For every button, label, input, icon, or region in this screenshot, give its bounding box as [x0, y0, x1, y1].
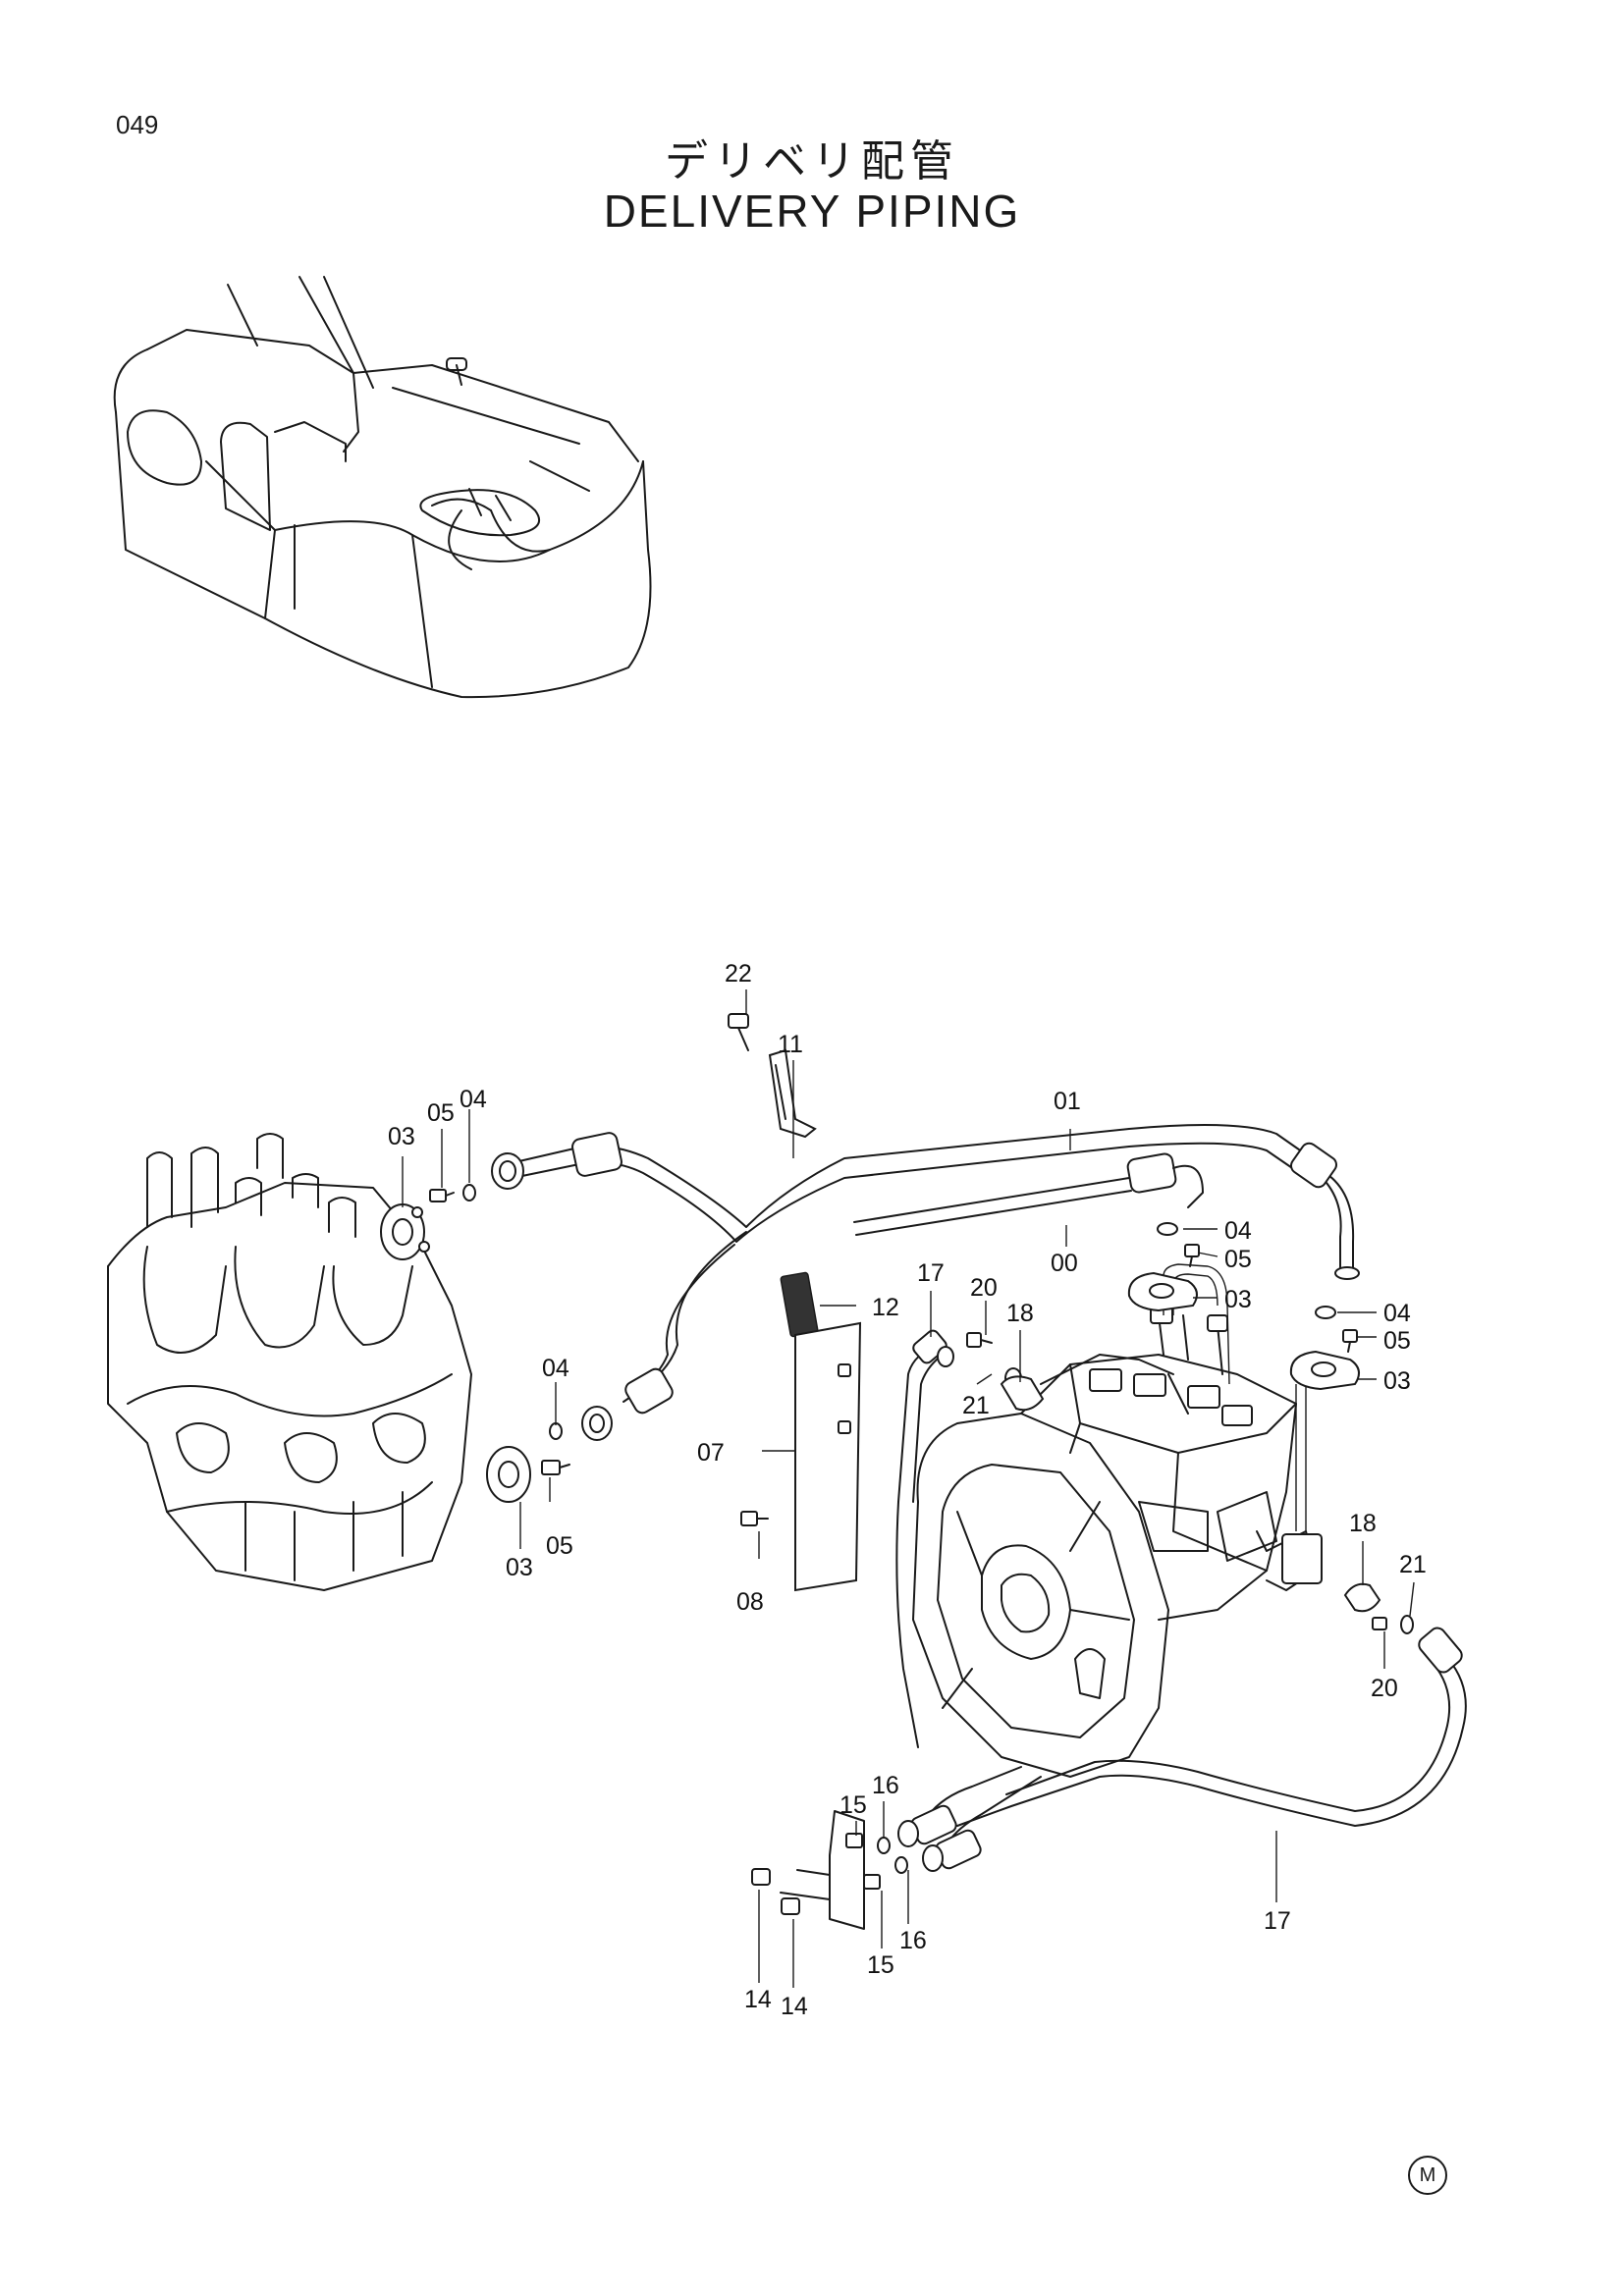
callout-04-lower-left: 04 — [542, 1355, 569, 1382]
callout-05-right-upper: 05 — [1224, 1246, 1252, 1273]
fittings-hardware — [380, 1013, 1414, 1930]
callout-17-upper: 17 — [917, 1259, 945, 1287]
manufacturer-mark: M — [1408, 2156, 1447, 2195]
title-english: DELIVERY PIPING — [603, 186, 1021, 237]
callout-07: 07 — [697, 1439, 725, 1467]
callout-16-upper: 16 — [872, 1772, 899, 1799]
callout-16-lower: 16 — [899, 1927, 927, 1954]
valve-spools — [142, 1133, 426, 1581]
callout-17-lower: 17 — [1264, 1907, 1291, 1935]
title-japanese: デリベリ配管 — [665, 136, 959, 187]
leader-lines — [402, 989, 1415, 1988]
callout-21-lower: 21 — [1399, 1551, 1427, 1578]
page-number: 049 — [116, 110, 159, 139]
callout-03-right-lower: 03 — [1383, 1367, 1411, 1395]
callout-11: 11 — [778, 1031, 803, 1058]
callout-04-upper-left: 04 — [460, 1086, 487, 1113]
callout-12: 12 — [872, 1294, 899, 1321]
delivery-pipes — [491, 1124, 1467, 1872]
callout-20-upper: 20 — [970, 1274, 998, 1302]
callout-01: 01 — [1054, 1088, 1081, 1115]
callout-00: 00 — [1051, 1250, 1078, 1277]
callout-18-upper: 18 — [1006, 1300, 1034, 1327]
callout-labels: 01 00 22 11 12 07 08 03 05 04 04 03 05 0… — [388, 960, 1427, 2020]
callout-18-lower: 18 — [1349, 1510, 1377, 1537]
callout-05-upper-left: 05 — [427, 1099, 455, 1127]
callout-14-left: 14 — [744, 1986, 772, 2013]
callout-03-lower-left: 03 — [506, 1554, 533, 1581]
callout-05-right-lower: 05 — [1383, 1327, 1411, 1355]
callout-05-lower-left: 05 — [546, 1532, 573, 1560]
callout-22: 22 — [725, 960, 752, 988]
callout-03-right-upper: 03 — [1224, 1286, 1252, 1313]
callout-14-right: 14 — [781, 1993, 808, 2020]
control-valve — [107, 1133, 472, 1591]
callout-03-upper-left: 03 — [388, 1123, 415, 1150]
callout-20-lower: 20 — [1371, 1675, 1398, 1702]
callout-15-upper: 15 — [839, 1791, 867, 1819]
callout-08: 08 — [736, 1588, 764, 1616]
callout-15-lower: 15 — [867, 1951, 894, 1979]
callout-04-right-lower: 04 — [1383, 1300, 1411, 1327]
excavator-location-sketch — [113, 276, 652, 699]
callout-21-upper: 21 — [962, 1392, 990, 1419]
callout-04-right-upper: 04 — [1224, 1217, 1252, 1245]
